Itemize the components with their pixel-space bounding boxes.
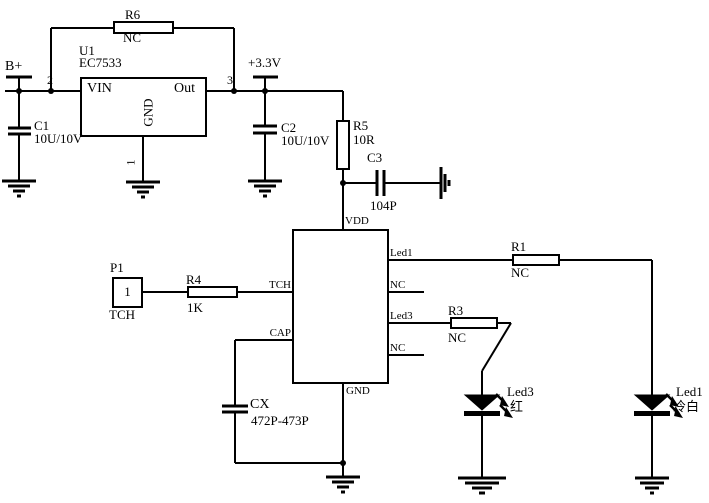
ground-symbol-c3 [439,167,451,199]
r1-ref: R1 [511,239,527,254]
r4-value: 1K [187,300,203,315]
wire-led1-net [388,259,653,478]
r3-value: NC [448,330,467,345]
led3-color-label: 红 [510,399,524,414]
ic-pin-led3: Led3 [390,310,413,322]
led3-ref: Led3 [507,384,534,399]
led1-ref: Led1 [676,384,703,399]
wire-led3-net [388,322,512,478]
r4-ref: R4 [186,272,202,287]
c2-ref: C2 [281,120,297,135]
led1-color-label: 冷白 [673,399,700,414]
c2-value: 10U/10V [281,133,330,148]
r6-ref: R6 [125,7,141,22]
r6-resistor-body [113,21,174,34]
c3-ref: C3 [367,150,383,165]
r5-ref: R5 [353,118,369,133]
c1-value: 10U/10V [34,131,83,146]
c3-value: 104P [370,198,397,213]
ground-symbol-u1 [126,180,160,199]
wire-bplus-net [5,27,235,128]
cx-capacitor-plates [222,404,248,414]
r4-resistor-body [187,286,238,298]
v33-label: +3.3V [248,55,281,70]
ground-symbol-c1 [2,179,36,198]
r3-ref: R3 [448,303,464,318]
u1-pin-number-3: 3 [227,73,233,87]
r1-resistor-body [512,254,560,266]
r5-value: 10R [353,132,375,147]
ic-pin-gnd: GND [346,385,370,397]
ic-pin-tch: TCH [269,279,291,291]
ground-symbol-c2 [248,179,282,198]
u1-part: EC7533 [79,55,122,70]
junction-dots [16,88,346,466]
u1-pin-number-1: 1 [123,159,138,166]
u1-pin-number-2: 2 [47,73,53,87]
c3-capacitor-plates [375,170,386,196]
c2-capacitor-plates [253,124,277,135]
r3-resistor-body [450,317,498,329]
ic-pin-led1: Led1 [390,247,413,259]
ic-pin-nc-top: NC [390,279,406,291]
p1-pin-number: 1 [124,284,131,299]
p1-connector-box [112,277,143,308]
bplus-label: B+ [5,59,23,74]
wire-v33-net [206,77,344,126]
cx-value: 472P-473P [251,413,309,428]
ground-symbol-led1 [635,476,669,495]
r6-value: NC [123,30,142,45]
cx-ref: CX [250,397,270,412]
p1-ref: P1 [110,260,124,275]
u1-pin-gnd: GND [140,98,156,127]
ic-pin-vdd: VDD [345,215,369,227]
r1-value: NC [511,265,530,280]
ground-symbol-ic [326,475,360,494]
ground-symbol-led3 [458,476,506,495]
u1-pin-vin: VIN [87,81,112,96]
ic-pin-cap: CAP [269,327,291,339]
controller-ic-box [292,229,389,384]
r5-resistor-body [336,120,350,170]
wire-cap-net [234,339,343,464]
ic-pin-nc-bottom: NC [390,342,406,354]
u1-pin-out: Out [174,81,195,96]
led1-symbol [633,393,683,418]
u1-regulator-box [80,77,207,137]
led3-symbol [463,393,513,418]
c1-capacitor-plates [8,126,31,136]
u1-ref: U1 [79,43,95,58]
c1-ref: C1 [34,118,50,133]
wire-vdd-net [342,169,440,230]
p1-net-label: TCH [109,307,135,322]
